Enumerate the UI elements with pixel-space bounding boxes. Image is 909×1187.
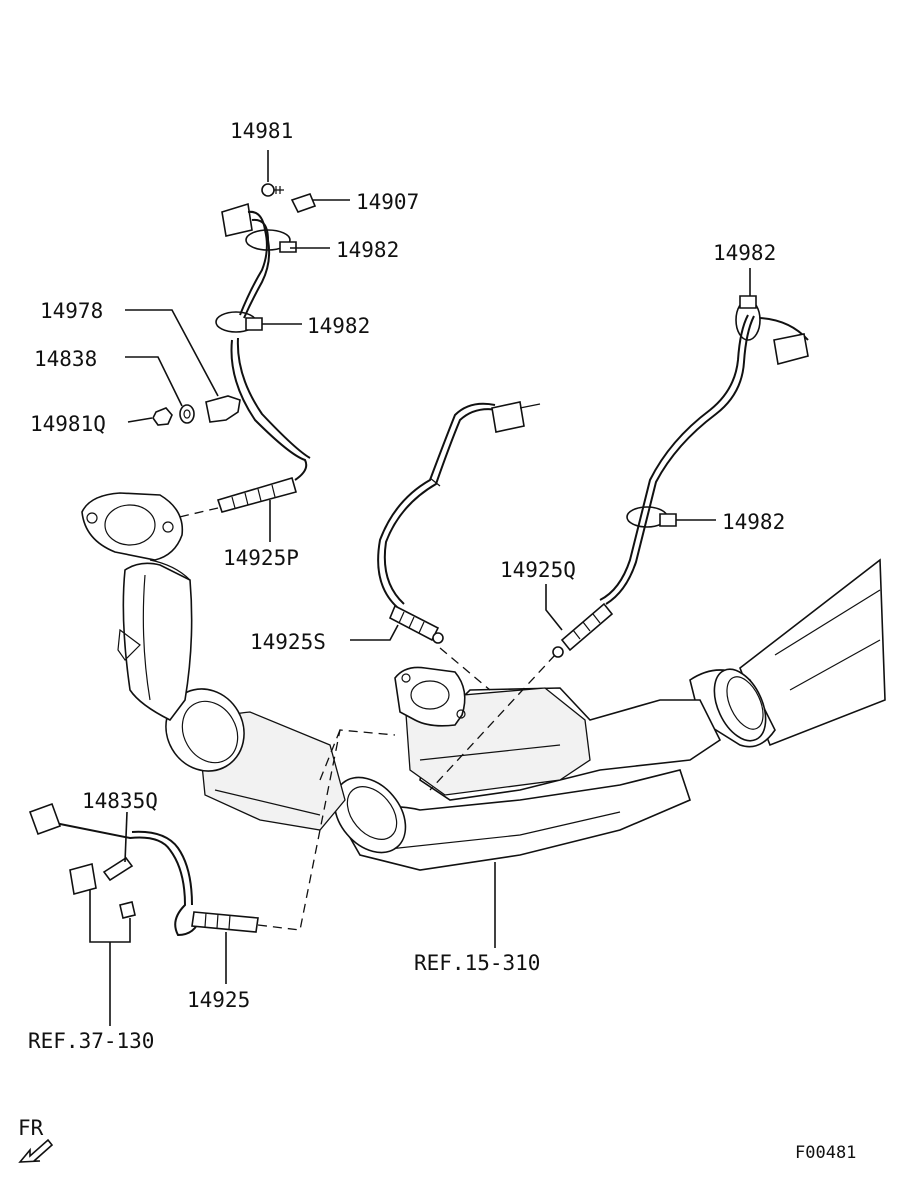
exhaust-system-drawing (81, 492, 886, 871)
label-14925S: 14925S (250, 630, 326, 654)
label-14925: 14925 (187, 988, 250, 1012)
oxygen-sensor-14925S (377, 401, 541, 644)
figure-code: F00481 (795, 1143, 856, 1163)
label-14982-upper: 14982 (336, 238, 399, 262)
front-direction-arrow-icon (18, 1138, 54, 1163)
label-14981Q: 14981Q (30, 412, 106, 436)
label-ref-37-130: REF.37-130 (28, 1029, 154, 1053)
label-14835Q: 14835Q (82, 789, 158, 813)
label-14978: 14978 (40, 299, 103, 323)
label-14838: 14838 (34, 347, 97, 371)
leader-lines (89, 150, 751, 1026)
oxygen-sensor-14925P (152, 183, 317, 513)
label-14925P: 14925P (223, 546, 299, 570)
installation-lines (174, 507, 556, 931)
label-14982-middle: 14982 (307, 314, 370, 338)
label-ref-15-310: REF.15-310 (414, 951, 540, 975)
label-fr: FR (18, 1116, 44, 1140)
oxygen-sensor-14925Q (552, 295, 809, 658)
label-14907: 14907 (356, 190, 419, 214)
label-14982-right-top: 14982 (713, 241, 776, 265)
label-14981: 14981 (230, 119, 293, 143)
label-14925Q: 14925Q (500, 558, 576, 582)
oxygen-sensor-14925 (28, 802, 259, 937)
label-14982-right: 14982 (722, 510, 785, 534)
